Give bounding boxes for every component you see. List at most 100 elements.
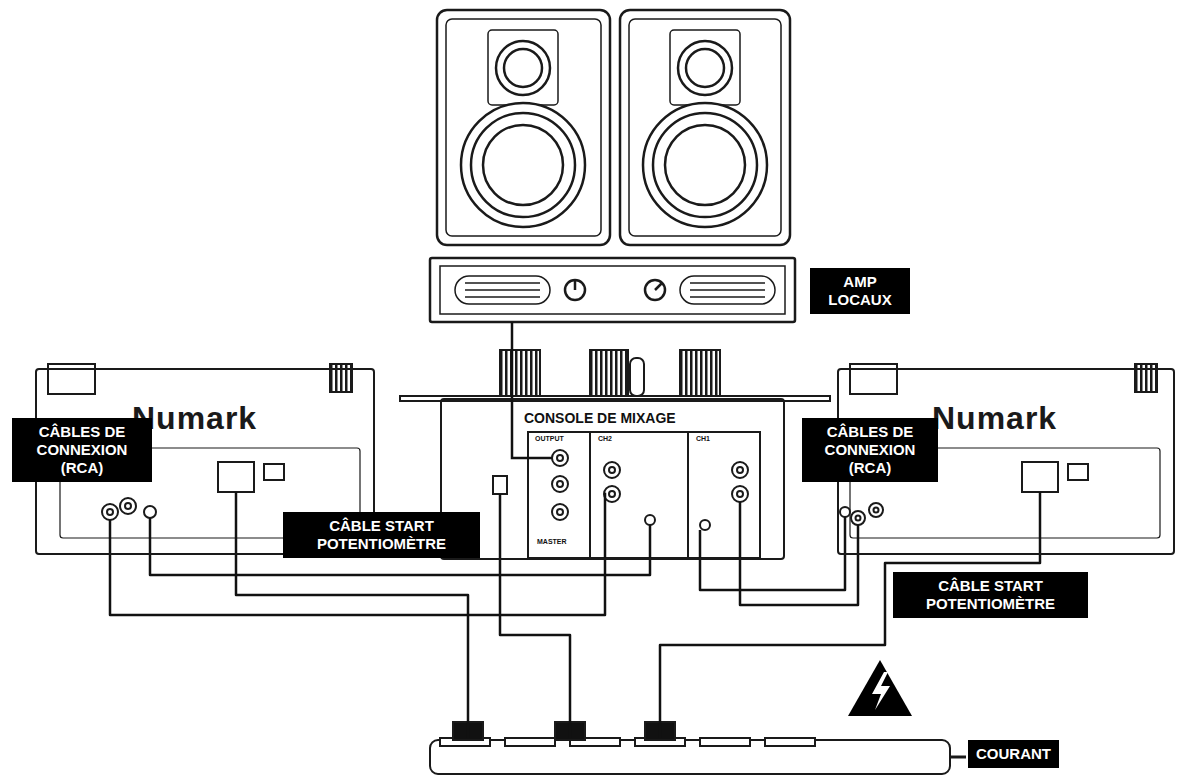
speaker-left-part (488, 30, 558, 105)
power-strip-node: COURANT (430, 738, 1090, 776)
mixer-panel-part (700, 520, 710, 530)
wire-stubs-part (699, 530, 702, 560)
wire-stubs-part (649, 525, 652, 560)
mixer-panel-part (493, 476, 507, 494)
amplifier-part (574, 281, 577, 290)
cable (740, 555, 858, 605)
player-left-details-part (102, 504, 118, 520)
speaker-left (437, 10, 610, 245)
cable (110, 555, 605, 615)
player-right-details-part (874, 508, 879, 513)
amplifier-part (465, 289, 540, 291)
warning-triangle-part (872, 672, 890, 710)
cable (150, 555, 650, 575)
player-left-details-part (125, 503, 131, 509)
speaker-right-part (665, 125, 745, 205)
speaker-left-part (446, 19, 601, 236)
speaker-right-part (653, 113, 757, 217)
mixer-title: CONSOLE DE MIXAGE (522, 410, 678, 426)
player-right-details-part (856, 516, 861, 521)
power-strip-part (505, 738, 555, 746)
power-strip-part (950, 756, 966, 759)
mixer-top-part (630, 358, 644, 396)
wire-stubs (110, 400, 1040, 560)
jack-label: MASTER (536, 538, 568, 545)
speaker-left-part (437, 10, 610, 245)
player-left-details-part (264, 464, 284, 480)
speaker-left-part (483, 125, 563, 205)
power-strip-part (765, 738, 815, 746)
callout-label: CÂBLE START POTENTIOMÈTRE (283, 512, 480, 558)
speaker-left-part (504, 49, 542, 87)
wire-stubs-part (512, 400, 552, 458)
mixer-panel-part (557, 509, 563, 515)
cable-line (500, 560, 570, 738)
jack-label: CH2 (597, 435, 613, 442)
amplifier-part (690, 282, 765, 284)
mixer-top (400, 350, 830, 401)
amplifier-part (655, 283, 662, 290)
mixer-panel-part (732, 486, 748, 502)
callout-label: CÂBLES DE CONNEXION (RCA) (12, 418, 152, 482)
player-right-details-part (851, 511, 865, 525)
wire-stubs-part (149, 518, 152, 555)
warning-triangle-part (848, 660, 912, 716)
speaker-right-part (643, 103, 767, 227)
amplifier-part (465, 282, 540, 284)
mixer-top-part (500, 350, 540, 396)
mixer-panel-part (589, 432, 591, 558)
player-right-details-part (1022, 462, 1058, 492)
mixer-panel-part (557, 455, 563, 461)
mixer-panel (493, 432, 760, 558)
mixer-panel-part (552, 504, 568, 520)
amplifier-part (645, 280, 665, 300)
player-right-details-part (840, 507, 850, 517)
player-left-details-part (144, 506, 156, 518)
warning-triangle (848, 660, 912, 716)
cable-line (110, 555, 605, 615)
cable-line (700, 555, 845, 590)
amplifier-part (455, 276, 550, 304)
callout-label: CÂBLES DE CONNEXION (RCA) (802, 418, 938, 482)
wire-stubs-part (235, 492, 238, 555)
mixer-top-part (680, 350, 720, 396)
wire-stubs-part (844, 517, 847, 555)
mixer-panel-part (687, 432, 689, 558)
player-right-details-part (1068, 464, 1088, 480)
speaker-right-part (629, 19, 781, 236)
amplifier-part (465, 296, 540, 298)
cable-line (511, 322, 514, 398)
speaker-left-part (461, 103, 585, 227)
amplifier-node: AMP LOCAUX (430, 258, 950, 322)
amplifier-part (680, 276, 775, 304)
mixer-panel-part (609, 467, 615, 473)
cable (700, 555, 845, 590)
mixer-panel-part (737, 467, 743, 473)
amplifier-part (565, 280, 585, 300)
mixer-panel-part (528, 432, 760, 558)
speaker-left-part (471, 113, 575, 217)
cable (236, 555, 468, 738)
cable-line (236, 555, 468, 738)
speaker-right-part (620, 10, 790, 245)
wire-stubs-part (1039, 492, 1042, 555)
mixer-panel-part (604, 462, 620, 478)
jack-label: OUTPUT (534, 435, 565, 442)
cable (500, 560, 570, 738)
wire-stubs-part (739, 502, 742, 560)
player-left-details-part (218, 462, 254, 492)
player-left-details-part (120, 498, 136, 514)
jack-label: CH1 (695, 435, 711, 442)
callout-label: CÂBLE START POTENTIOMÈTRE (893, 572, 1088, 618)
power-label: COURANT (968, 740, 1059, 768)
mixer-top-part (590, 350, 628, 396)
mixer-panel-part (557, 481, 563, 487)
mixer-panel-part (737, 491, 743, 497)
power-strip (430, 722, 966, 774)
power-strip-part (700, 738, 750, 746)
amplifier-part (440, 266, 785, 314)
mixer-panel-part (645, 515, 655, 525)
